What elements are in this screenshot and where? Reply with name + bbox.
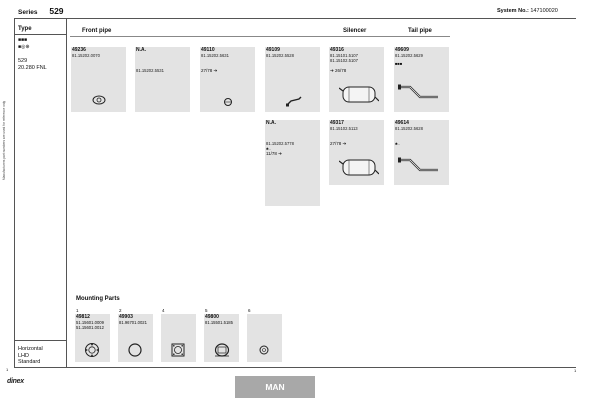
sealing-ring-icon <box>128 343 142 357</box>
oem-number-1: 81.15101.5107 <box>330 53 358 58</box>
part-number: 49614 <box>395 120 409 126</box>
part-card-na-1[interactable]: N.A. 81.15202.5531 <box>135 47 190 112</box>
part-number: 49317 <box>330 120 344 126</box>
silencer-icon <box>339 159 379 176</box>
category-rule <box>70 36 450 37</box>
category-tail-pipe: Tail pipe <box>408 28 432 34</box>
part-card-49110[interactable]: 49110 81.15202.5631 27/78 ➔ <box>200 47 255 112</box>
type-label: Type <box>18 26 32 32</box>
part-card-49317[interactable]: 49317 81.15102.5113 27/78 ➔ <box>329 120 384 185</box>
front-pipe-icon <box>286 96 302 107</box>
mounting-index: 4 <box>162 308 165 313</box>
variant-text: Standard <box>18 359 41 365</box>
mounting-card-49812[interactable]: 49812 51.15601.0009 51.15601.0012 <box>75 314 110 362</box>
type-rule <box>14 34 66 35</box>
series-number: 529 <box>49 6 64 16</box>
page-number-right: 1 <box>574 368 577 373</box>
oem-number: 81.15202.5631 <box>201 53 229 58</box>
mounting-card-6[interactable] <box>247 314 282 362</box>
series-heading: Series 529 <box>18 6 64 16</box>
model-info: 529 20.280 FNL <box>18 58 47 72</box>
category-front-pipe: Front pipe <box>82 28 112 34</box>
part-card-49614[interactable]: 49614 81.15202.5628 ♣.. <box>394 120 449 185</box>
part-number: N.A. <box>136 47 146 53</box>
part-card-49109[interactable]: 49109 81.15202.5528 <box>265 47 320 112</box>
silencer-icon <box>339 86 379 103</box>
model-name: 20.280 FNL <box>18 65 47 71</box>
axle-symbol-icon: ■◎⊕ <box>18 44 30 50</box>
flange-gasket-icon <box>85 343 99 357</box>
part-card-49316[interactable]: 49316 81.15101.5107 81.15102.5107 ➔ 26/7… <box>329 47 384 112</box>
model-number: 529 <box>18 58 28 64</box>
oem-number: 81.15202.5628 <box>395 126 423 131</box>
part-number: N.A. <box>266 120 276 126</box>
mounting-parts-title: Mounting Parts <box>76 296 120 302</box>
date-range: 27/78 ➔ <box>201 68 218 73</box>
brand-label: MAN <box>235 376 315 398</box>
date-range: ➔ 26/78 <box>330 68 347 73</box>
page-number-left: 1 <box>6 367 9 372</box>
system-label: System No.: <box>497 8 529 14</box>
configuration-info: Horizontal LHD Standard <box>18 346 43 366</box>
mounting-index: 2 <box>119 308 122 313</box>
category-silencer: Silencer <box>343 28 367 34</box>
orientation-text: Horizontal <box>18 346 43 352</box>
wheelbase-symbol-icon: ♣.. <box>266 146 271 151</box>
part-card-na-2[interactable]: N.A. 81.15202.5778 ♣.. 11/78 ➔ <box>265 120 320 206</box>
system-number: System No.: 147100020 <box>497 8 558 14</box>
oem-number-1: 51.15601.0009 <box>76 320 104 325</box>
oem-number-2: 51.15601.0012 <box>76 325 104 330</box>
oem-number: 81.15102.5113 <box>330 126 358 131</box>
exhaust-clamp-icon <box>214 343 230 357</box>
part-number: 49110 <box>201 47 215 53</box>
oem-number: 81.15202.5629 <box>395 53 423 58</box>
part-card-49236[interactable]: 49236 81.15202.0070 <box>71 47 126 112</box>
system-value: 147100020 <box>530 8 558 14</box>
sidebar-divider <box>66 18 67 367</box>
flange-gasket-icon <box>92 95 106 105</box>
mounting-card-49800[interactable]: 49800 81.15501.5185 <box>204 314 239 362</box>
oem-number-2: 81.15102.5107 <box>330 58 358 63</box>
part-number: 49236 <box>72 47 86 53</box>
oem-number: 81.15501.5185 <box>205 320 233 325</box>
washer-icon <box>259 345 269 355</box>
part-number: 49109 <box>266 47 280 53</box>
part-number: 49609 <box>395 47 409 53</box>
oem-number: 81.15202.0070 <box>72 53 100 58</box>
part-number: 49316 <box>330 47 344 53</box>
date-range: 27/78 ➔ <box>330 141 347 146</box>
mounting-card-49903[interactable]: 49903 81.96701.0021 <box>118 314 153 362</box>
mounting-index: 1 <box>76 308 79 313</box>
frame-left-rule <box>14 18 15 367</box>
part-card-49609[interactable]: 49609 81.15202.5629 ■■■ <box>394 47 449 112</box>
disclaimer-text: Manufacturers part numbers are used for … <box>2 100 6 180</box>
mounting-card-4[interactable] <box>161 314 196 362</box>
part-number: 49800 <box>205 314 219 320</box>
oem-number: 81.15202.5528 <box>266 53 294 58</box>
oem-number: 81.15202.5531 <box>136 68 164 73</box>
dinex-logo: dinex <box>7 378 24 385</box>
oem-number: 81.15202.5778 <box>266 141 294 146</box>
pipe-clamp-icon <box>224 98 232 106</box>
mounting-index: 5 <box>205 308 208 313</box>
date-range: 11/78 ➔ <box>266 151 282 156</box>
oem-number: 81.96701.0021 <box>119 320 147 325</box>
drive-side-text: LHD <box>18 352 30 359</box>
tail-pipe-icon <box>398 157 438 172</box>
header-rule <box>14 18 576 19</box>
tail-pipe-icon <box>398 84 438 99</box>
vehicle-symbol-icon: ■■■ <box>395 61 403 66</box>
part-number: 49812 <box>76 314 90 320</box>
footer-rule <box>14 367 576 368</box>
mounting-index: 6 <box>248 308 251 313</box>
wheelbase-symbol-icon: ♣.. <box>395 141 400 146</box>
series-label: Series <box>18 9 38 16</box>
square-flange-icon <box>171 343 185 357</box>
vehicle-symbol-icon: ■■■ <box>18 37 28 43</box>
part-number: 49903 <box>119 314 133 320</box>
sidebar-foot-rule <box>14 340 66 341</box>
